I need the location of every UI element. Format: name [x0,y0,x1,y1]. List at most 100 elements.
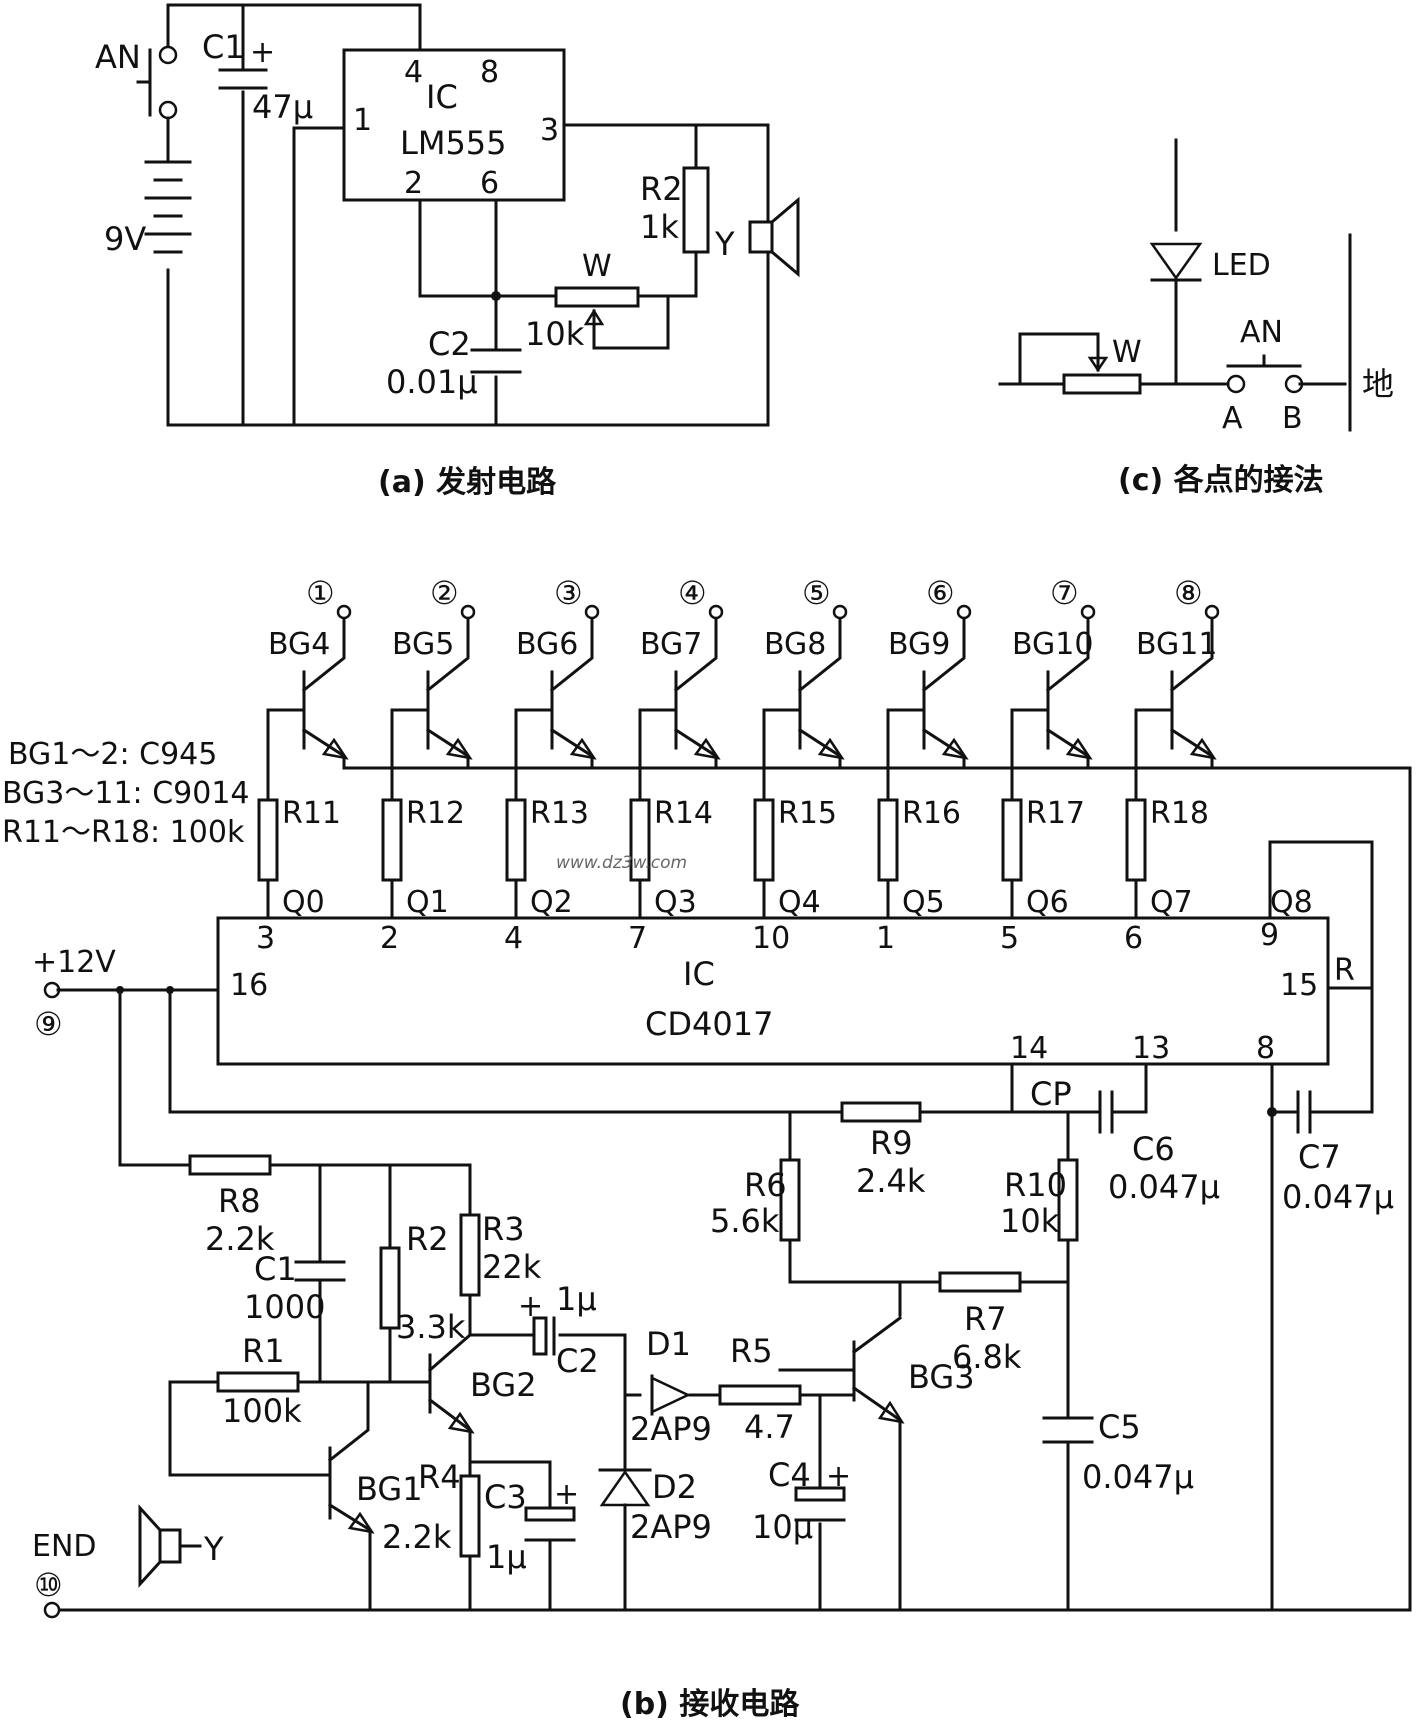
capacitor-c7 [1296,1090,1312,1134]
emitter-arrow-icon [569,737,597,760]
pin-label: 3 [256,921,275,956]
potentiometer-w [1062,373,1142,395]
pin-label: 4 [504,921,523,956]
resistor-r4 [459,1474,481,1558]
transistor-label: BG11 [1136,627,1217,662]
ic-part: CD4017 [645,1005,773,1043]
output-terminal [708,604,724,620]
note-line: BG3～11: C9014 [2,776,250,811]
pin16: 16 [230,968,268,1003]
r3-name: R3 [482,1210,525,1248]
resistor-r15 [753,798,775,882]
transistor-label: BG4 [268,627,330,662]
speaker-icon [748,196,800,278]
base-wire [638,708,678,920]
battery [144,160,192,254]
resistor-r8 [188,1154,272,1176]
svg-text:+: + [518,1289,543,1324]
resistor-r1 [216,1371,300,1393]
pin-label: 7 [628,921,647,956]
caption-a: (a) 发射电路 [378,465,557,500]
resistor-r10 [1057,1158,1079,1242]
output-node-label: ⑥ [926,574,955,612]
r7-name: R7 [964,1300,1007,1338]
c6-value: 0.047μ [1108,1168,1220,1206]
resistor-r11 [257,798,279,882]
resistor-r3 [459,1213,481,1297]
battery-label: 9V [104,220,146,258]
transistor-label: BG10 [1012,627,1093,662]
capacitor-c6 [1098,1090,1114,1134]
supply-label: +12V [32,945,116,980]
lm555-ic [342,48,566,202]
transistor-bg3 [778,1315,905,1612]
q-label: Q6 [1026,885,1069,920]
resistor-r12 [381,798,403,882]
r1-name: R1 [242,1332,285,1370]
output-terminal [1080,604,1096,620]
output-node-label: ③ [554,574,583,612]
cd4017-ic [216,916,1330,1066]
base-wire [390,708,430,920]
resistor-label: R12 [406,796,465,831]
note-line: R11～R18: 100k [2,815,245,850]
output-terminal [1204,604,1220,620]
q-label: Q4 [778,885,821,920]
bg3-label: BG3 [908,1358,975,1396]
switch-label: AN [1240,315,1283,350]
emitter-arrow-icon [445,737,473,760]
c3-value: 1μ [486,1538,527,1576]
svg-text:+: + [250,35,275,70]
r8-name: R8 [218,1182,261,1220]
output-terminal [584,604,600,620]
q-label: Q3 [654,885,697,920]
r3-value: 22k [482,1248,542,1286]
output-terminal [832,604,848,620]
r8-value: 2.2k [205,1220,275,1258]
resistor-r6 [779,1158,801,1242]
d1-value: 2AP9 [630,1410,712,1448]
bg1-label: BG1 [356,1470,423,1508]
resistor-r7 [938,1271,1022,1293]
resistor-label: R17 [1026,796,1085,831]
w-name: W [582,249,612,284]
base-wire [886,708,926,920]
c2-name: C2 [556,1342,599,1380]
note-line: BG1～2: C945 [8,737,217,772]
pin-label: 6 [1124,921,1143,956]
led-icon [1149,242,1203,282]
caption-b: (b) 接收电路 [620,1687,800,1721]
node-9: ⑨ [34,1005,63,1043]
pin13: 13 [1132,1031,1170,1066]
gnd-label: END [32,1529,97,1564]
base-wire [266,708,306,920]
capacitor-c3 [524,1506,576,1522]
emitter-arrow-icon [1189,737,1217,760]
q8-label: Q8 [1270,885,1313,920]
c2-name: C2 [428,325,471,363]
cp-label: CP [1030,1075,1072,1113]
r2-name: R2 [640,170,683,208]
point-b-label: B [1282,401,1303,436]
push-button-switch [136,45,178,120]
d1-name: D1 [646,1325,691,1363]
r6-value: 5.6k [710,1202,780,1240]
c2-value: 0.01μ [386,363,478,401]
transistor-bg2 [427,1332,475,1464]
r2-value: 1k [640,208,679,246]
ground-label: 地 [1362,365,1394,403]
transistor-label: BG7 [640,627,702,662]
resistor-r9 [840,1101,922,1123]
svg-text:+: + [826,1459,851,1494]
q-label: Q2 [530,885,573,920]
speaker-label: Y [714,225,735,263]
emitter-arrow-icon [1065,737,1093,760]
capacitor-c1 [294,1260,346,1282]
pot-label: W [1112,335,1142,370]
c3-name: C3 [484,1478,527,1516]
emitter-arrow-icon [817,737,845,760]
r6-name: R6 [744,1166,787,1204]
pin-label: 6 [480,166,499,201]
base-wire [514,708,554,920]
